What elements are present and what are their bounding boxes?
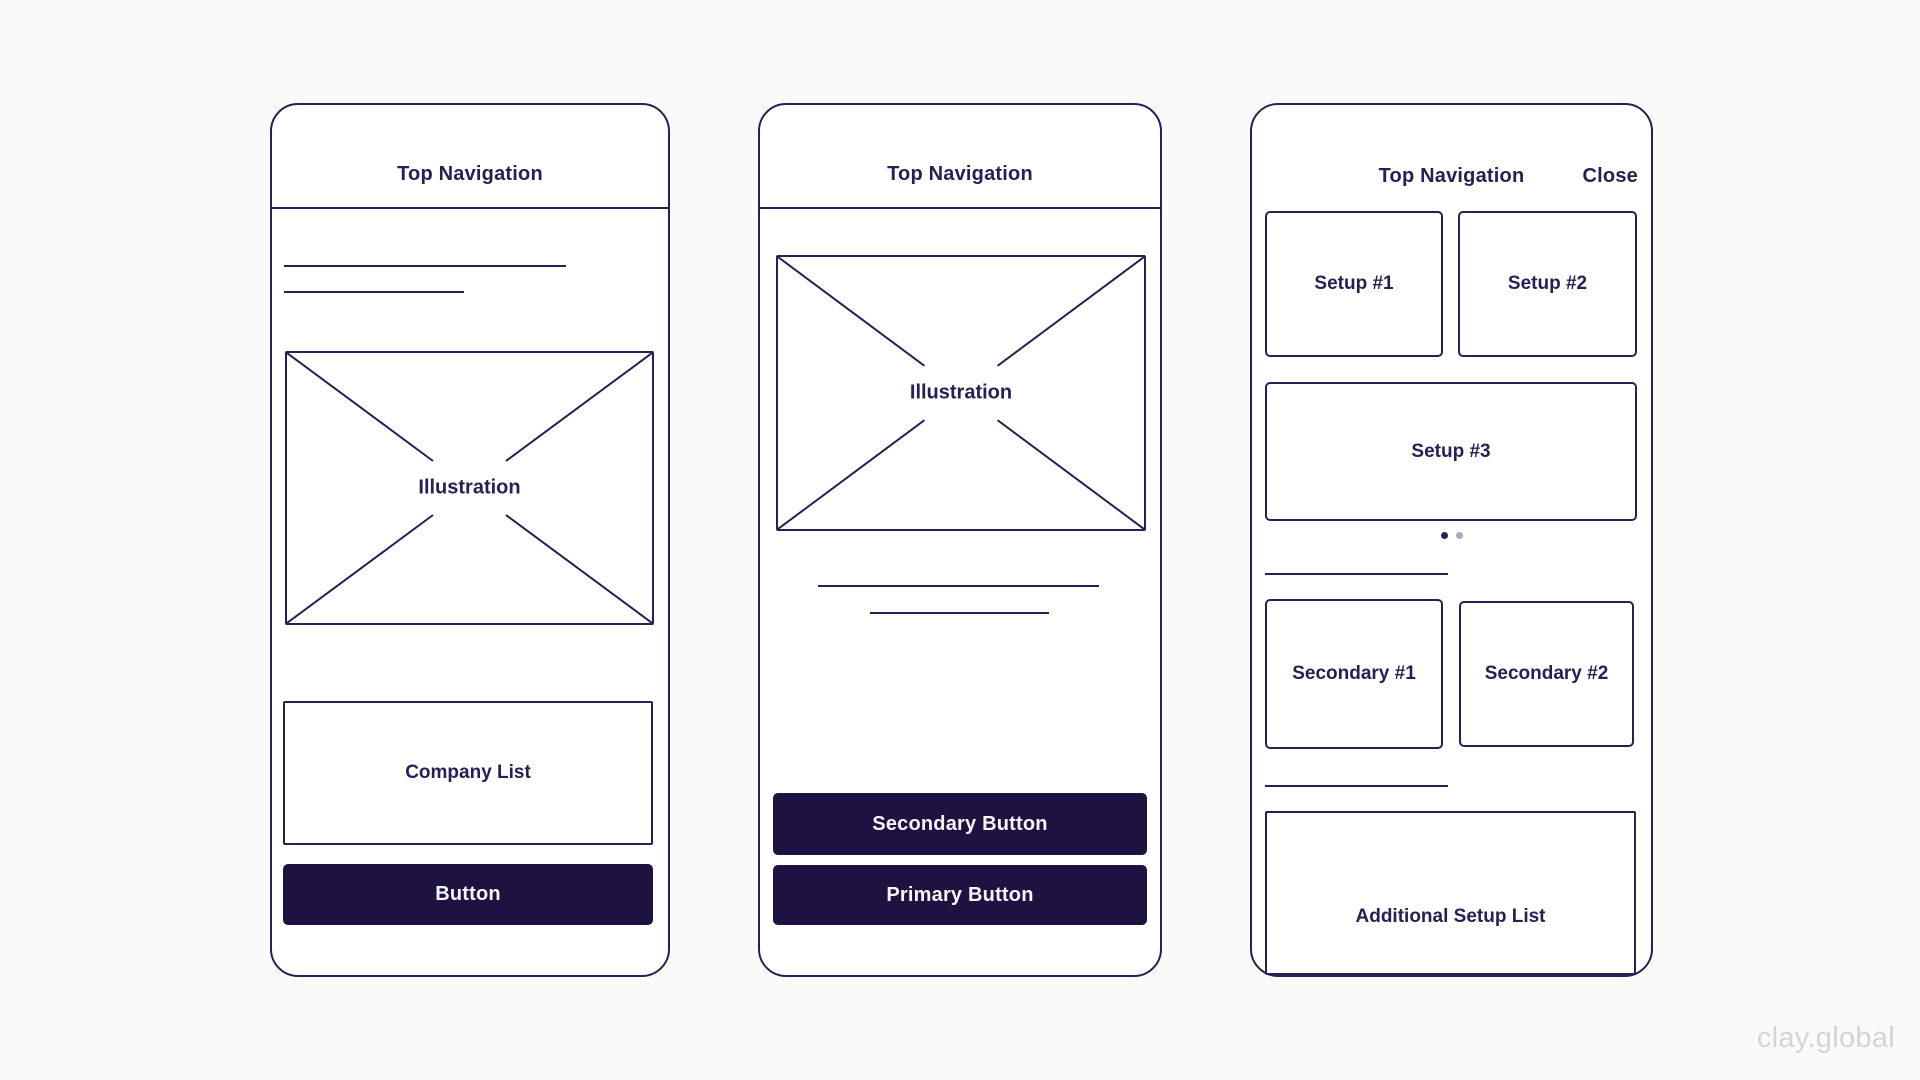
setup-card-3[interactable]: Setup #3 <box>1265 382 1637 521</box>
text-placeholder-line <box>284 265 566 267</box>
secondary-card-2[interactable]: Secondary #2 <box>1459 601 1634 747</box>
button[interactable]: Button <box>283 864 653 925</box>
primary-button[interactable]: Primary Button <box>773 865 1147 925</box>
secondary-button[interactable]: Secondary Button <box>773 793 1147 855</box>
illustration-placeholder: Illustration <box>776 255 1146 531</box>
secondary-card-label: Secondary #2 <box>1484 663 1609 684</box>
screen-setup: Top Navigation Close Setup #1 Setup #2 S… <box>1250 103 1653 977</box>
setup-card-1[interactable]: Setup #1 <box>1265 211 1443 357</box>
carousel-pagination <box>1252 532 1651 539</box>
additional-setup-list-label: Additional Setup List <box>1355 906 1546 927</box>
top-navigation-title: Top Navigation <box>1378 165 1525 187</box>
top-navigation-bar: Top Navigation <box>760 105 1160 209</box>
text-placeholder-line <box>1265 573 1448 575</box>
setup-card-label: Setup #1 <box>1314 273 1394 294</box>
clay-global-watermark: clay.global <box>1756 1022 1895 1054</box>
company-list-card[interactable]: Company List <box>283 701 653 845</box>
setup-card-label: Setup #3 <box>1411 440 1491 462</box>
illustration-label: Illustration <box>418 476 521 499</box>
screen-company-list: Top Navigation Illustration Company List… <box>270 103 670 977</box>
close-button[interactable]: Close <box>1583 105 1638 209</box>
text-placeholder-line <box>1265 785 1448 787</box>
pagination-dot-active[interactable] <box>1440 532 1448 539</box>
text-placeholder-line <box>870 612 1049 614</box>
image-cross-icon <box>778 257 1144 529</box>
screen-illustration: Top Navigation Illustration Secondary Bu… <box>758 103 1162 977</box>
top-navigation-title: Top Navigation <box>887 163 1033 185</box>
text-placeholder-line <box>284 291 464 293</box>
company-list-label: Company List <box>405 762 531 783</box>
setup-card-2[interactable]: Setup #2 <box>1458 211 1637 357</box>
secondary-card-1[interactable]: Secondary #1 <box>1265 599 1443 749</box>
top-navigation-title: Top Navigation <box>397 163 543 185</box>
image-cross-icon <box>287 353 652 623</box>
setup-card-label: Setup #2 <box>1507 273 1588 294</box>
top-navigation-bar: Top Navigation <box>272 105 668 209</box>
illustration-label: Illustration <box>909 381 1013 404</box>
secondary-card-label: Secondary #1 <box>1292 663 1416 684</box>
pagination-dot-inactive[interactable] <box>1455 532 1463 539</box>
text-placeholder-line <box>818 585 1099 587</box>
top-navigation-bar: Top Navigation <box>1252 105 1651 209</box>
illustration-placeholder: Illustration <box>285 351 654 625</box>
additional-setup-list-card[interactable]: Additional Setup List <box>1265 811 1636 975</box>
